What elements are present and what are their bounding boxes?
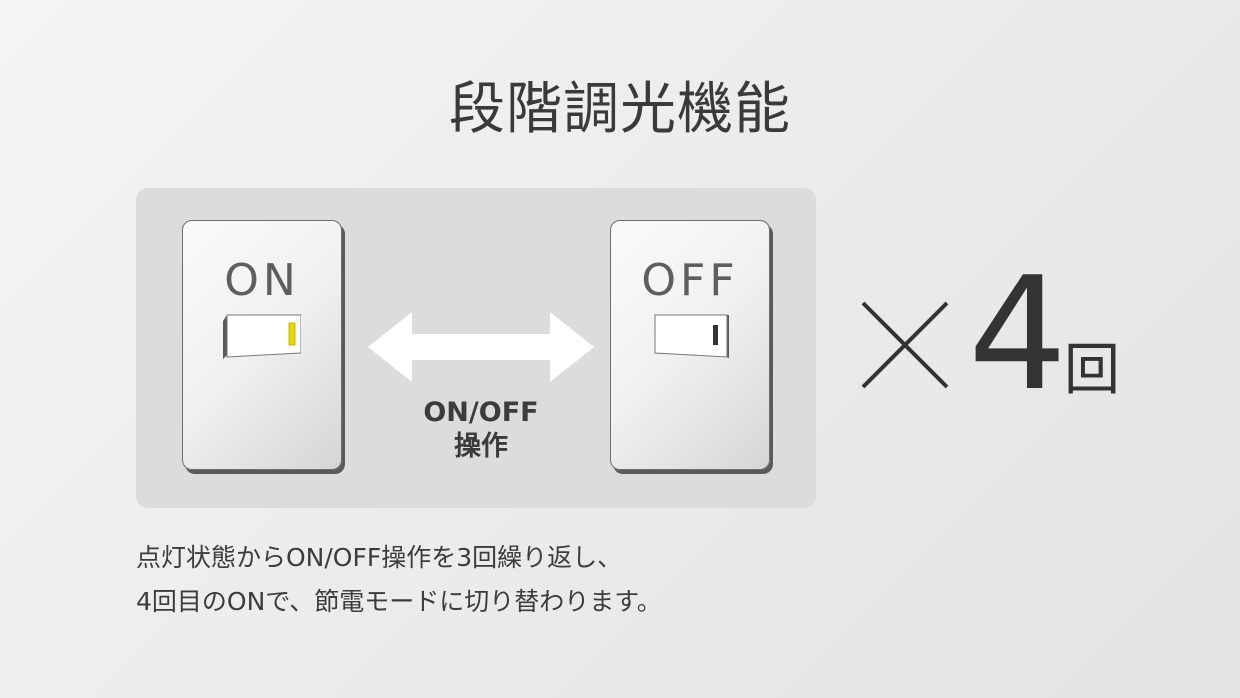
off-indicator-icon	[713, 325, 718, 345]
on-toggle-icon	[221, 313, 301, 363]
arrow-caption-line1: ON/OFF	[423, 397, 539, 428]
on-switch-label: ON	[224, 255, 300, 306]
description-line2: 4回目のONで、節電モードに切り替わります。	[136, 587, 662, 616]
off-toggle-icon	[649, 313, 729, 363]
on-indicator-icon	[288, 322, 296, 346]
repeat-unit: 回	[1064, 338, 1120, 403]
arrow-caption: ON/OFF 操作	[366, 396, 596, 464]
description-line1: 点灯状態からON/OFF操作を3回繰り返し、	[136, 543, 623, 572]
description: 点灯状態からON/OFF操作を3回繰り返し、 4回目のONで、節電モードに切り替…	[136, 536, 662, 624]
double-arrow-icon	[368, 312, 594, 382]
off-switch-label: OFF	[641, 255, 739, 306]
page-title: 段階調光機能	[449, 77, 791, 142]
on-switch: ON	[182, 220, 342, 470]
arrow-caption-line2: 操作	[454, 431, 508, 462]
switch-diagram-panel: ON ON/OFF 操作 OFF	[136, 188, 816, 508]
multiply-icon	[860, 300, 950, 390]
off-switch: OFF	[610, 220, 770, 470]
repeat-count: 4	[968, 243, 1068, 425]
